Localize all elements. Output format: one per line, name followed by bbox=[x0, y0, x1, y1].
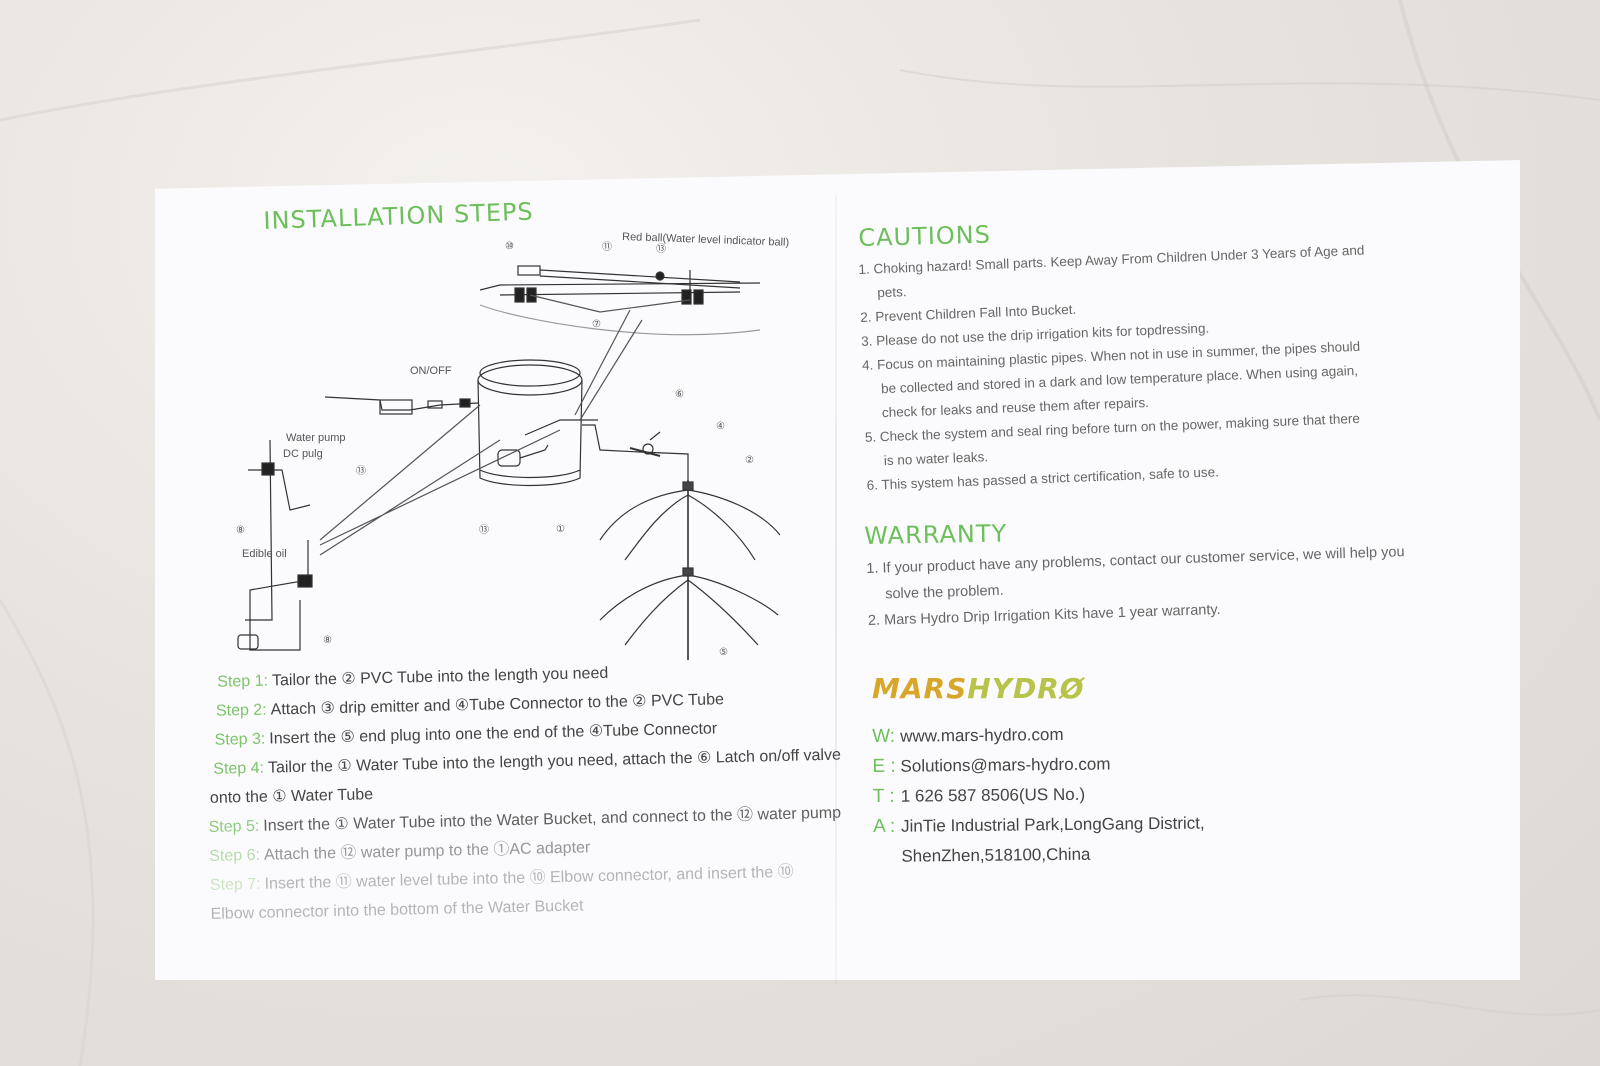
page-fold bbox=[835, 195, 837, 985]
callout-1: ① bbox=[556, 524, 565, 535]
callout-13-bottom: ⑬ bbox=[479, 524, 489, 536]
cautions-list: 1. Choking hazard! Small parts. Keep Awa… bbox=[858, 238, 1387, 498]
contact-address-line2: ShenZhen,518100,China bbox=[901, 844, 1091, 866]
callout-4: ④ bbox=[716, 421, 725, 432]
contact-info: W:www.mars-hydro.com E :Solutions@mars-h… bbox=[872, 719, 1205, 872]
contact-address: A :JinTie Industrial Park,LongGang Distr… bbox=[872, 813, 1205, 837]
water-pump-label: Water pump bbox=[286, 432, 346, 444]
callout-11: ⑪ bbox=[602, 241, 612, 253]
contact-website: W:www.mars-hydro.com bbox=[872, 724, 1064, 747]
callout-7: ⑦ bbox=[592, 319, 601, 330]
callout-2: ② bbox=[745, 455, 754, 466]
dc-plug-label: DC pulg bbox=[283, 448, 323, 460]
callout-8-bottom: ⑧ bbox=[323, 635, 332, 646]
cautions-title: CAUTIONS bbox=[858, 220, 992, 252]
red-ball-label: Red ball(Water level indicator ball) bbox=[622, 231, 789, 249]
contact-email: E :Solutions@mars-hydro.com bbox=[872, 754, 1111, 777]
callout-8-left: ⑧ bbox=[236, 525, 245, 536]
mars-hydro-logo: MARSHYDRØ bbox=[872, 672, 1085, 705]
edible-oil-label: Edible oil bbox=[242, 548, 287, 560]
callout-13-top: ⑬ bbox=[656, 243, 666, 255]
callout-6: ⑥ bbox=[675, 389, 684, 400]
callout-10: ⑩ bbox=[505, 241, 514, 252]
callout-13-left: ⑬ bbox=[356, 465, 366, 477]
instruction-sheet bbox=[155, 160, 1520, 980]
on-off-label: ON/OFF bbox=[410, 365, 452, 377]
installation-steps: Step 1:Tailor the ② PVC Tube into the le… bbox=[205, 654, 841, 929]
contact-phone: T :1 626 587 8506(US No.) bbox=[872, 784, 1086, 807]
warranty-title: WARRANTY bbox=[864, 519, 1008, 550]
callout-5: ⑤ bbox=[719, 647, 728, 658]
